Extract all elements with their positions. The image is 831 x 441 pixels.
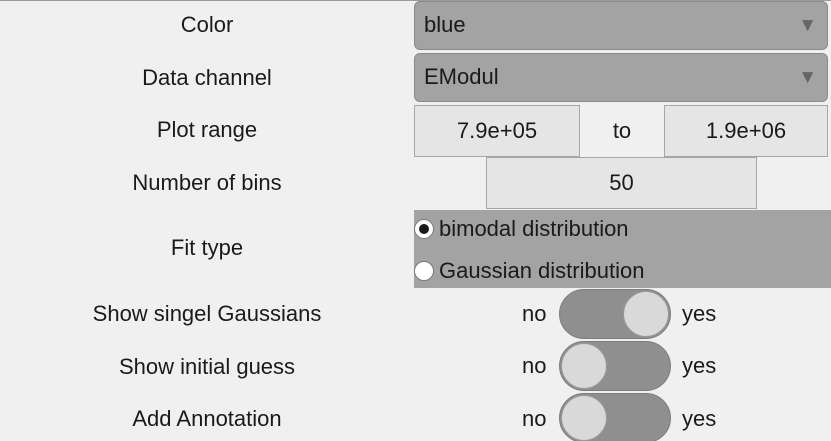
radio-unselected-icon: [414, 261, 434, 281]
chevron-down-icon: ▼: [798, 67, 817, 88]
show-single-gaussians-label: Show singel Gaussians: [92, 301, 322, 326]
fit-type-option-label: bimodal distribution: [439, 216, 629, 241]
fit-type-option-bimodal[interactable]: bimodal distribution: [414, 212, 629, 246]
radio-selected-icon: [414, 219, 434, 239]
switch-on-label: yes: [682, 353, 717, 378]
data-channel-dropdown[interactable]: EModul ▼: [414, 53, 828, 102]
switch-off-label: no: [522, 406, 547, 431]
switch-on-label: yes: [682, 301, 717, 326]
color-label: Color: [180, 12, 234, 37]
color-dropdown[interactable]: blue ▼: [414, 1, 828, 50]
toggle-knob: [561, 395, 607, 441]
fit-type-option-gaussian[interactable]: Gaussian distribution: [414, 254, 644, 288]
number-of-bins-label: Number of bins: [132, 170, 282, 195]
switch-off-label: no: [522, 301, 547, 326]
color-dropdown-value: blue: [424, 12, 466, 37]
fit-type-radio-group: bimodal distribution Gaussian distributi…: [414, 210, 831, 288]
switch-off-label: no: [522, 353, 547, 378]
radio-dot-icon: [419, 224, 429, 234]
number-of-bins-input[interactable]: 50: [486, 157, 757, 209]
fit-type-option-label: Gaussian distribution: [439, 258, 645, 283]
add-annotation-label: Add Annotation: [132, 406, 282, 431]
switch-on-label: yes: [682, 406, 717, 431]
plot-range-separator: to: [612, 118, 632, 143]
data-channel-dropdown-value: EModul: [424, 64, 499, 89]
plot-range-max-input[interactable]: 1.9e+06: [664, 105, 828, 157]
chevron-down-icon: ▼: [798, 15, 817, 36]
toggle-knob: [561, 343, 607, 389]
data-channel-label: Data channel: [142, 65, 272, 90]
show-initial-guess-toggle[interactable]: [559, 341, 671, 391]
show-initial-guess-label: Show initial guess: [118, 354, 296, 379]
show-single-gaussians-toggle[interactable]: [559, 289, 671, 339]
plot-range-label: Plot range: [156, 117, 258, 142]
fit-type-label: Fit type: [170, 235, 244, 260]
toggle-knob: [623, 291, 669, 337]
add-annotation-toggle[interactable]: [559, 393, 671, 441]
plot-range-min-input[interactable]: 7.9e+05: [414, 105, 580, 157]
